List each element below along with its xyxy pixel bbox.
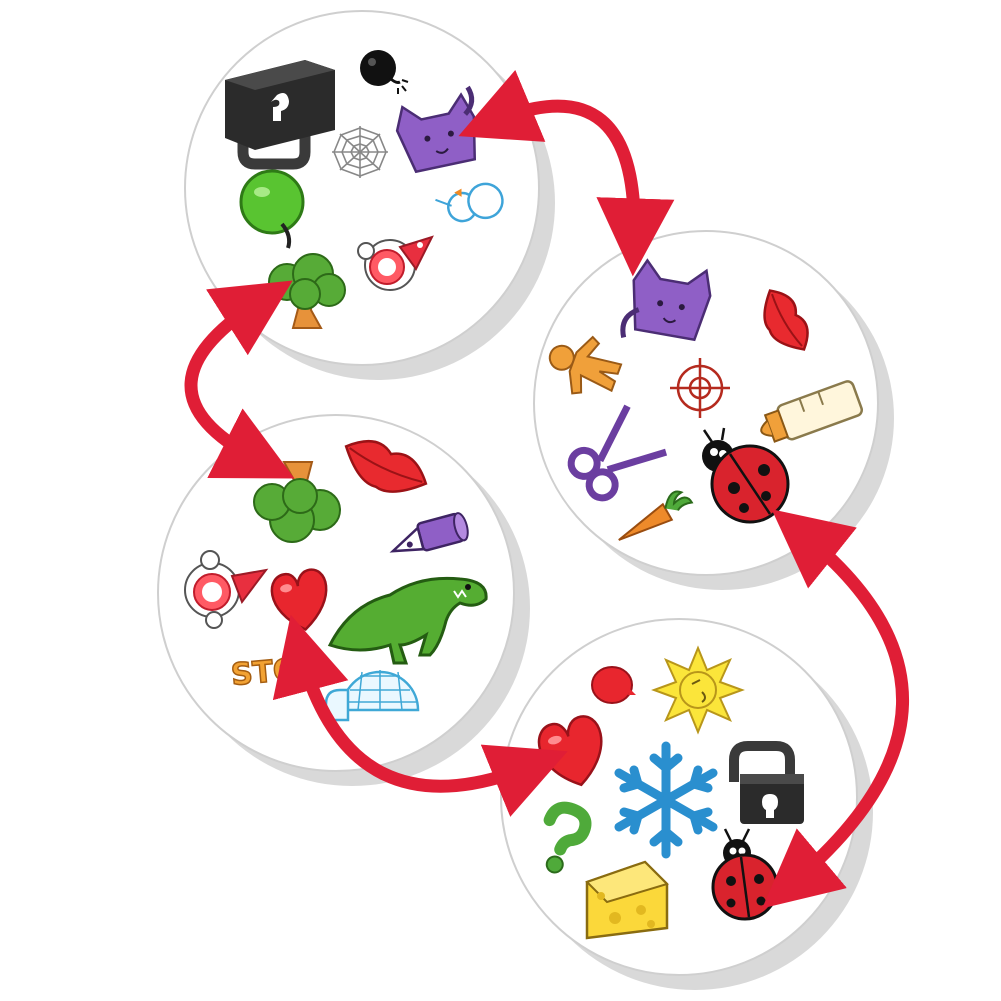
card-right [533, 230, 894, 590]
stop-sign-text: STO [230, 652, 300, 693]
card-top-left [184, 10, 555, 380]
card-left: STO [157, 414, 530, 786]
carrot-icon [618, 490, 694, 541]
arrow-cat-match [458, 69, 675, 277]
ladybug-icon [702, 427, 790, 524]
lips-icon [763, 289, 809, 351]
match-arrows [184, 69, 910, 909]
pen-icon [389, 512, 469, 553]
arrow-ladybug-match [762, 509, 910, 909]
balloon-icon [591, 666, 636, 704]
bomb-icon [360, 50, 409, 94]
apple-icon [239, 169, 305, 249]
stop-sign-icon: STO [229, 651, 301, 693]
padlock-icon [225, 60, 335, 170]
snowflake-icon [614, 741, 718, 859]
scissors-icon [567, 404, 668, 502]
arrow-heart-match [272, 614, 568, 817]
baby-bottle-icon [760, 380, 864, 443]
arrow-tree-match [184, 280, 295, 479]
tree-icon [253, 461, 341, 543]
cheese-icon [585, 860, 669, 940]
clown-icon [357, 235, 434, 291]
gingerbread-man-icon [548, 335, 623, 395]
spider-web-icon [332, 126, 388, 178]
cat-icon [620, 258, 712, 342]
clown-icon [184, 550, 269, 629]
heart-icon [270, 568, 328, 632]
sun-icon [651, 645, 745, 735]
target-icon [670, 358, 730, 418]
lips-icon [344, 439, 428, 493]
card-bottom [500, 618, 873, 990]
ladybug-icon [711, 828, 779, 921]
